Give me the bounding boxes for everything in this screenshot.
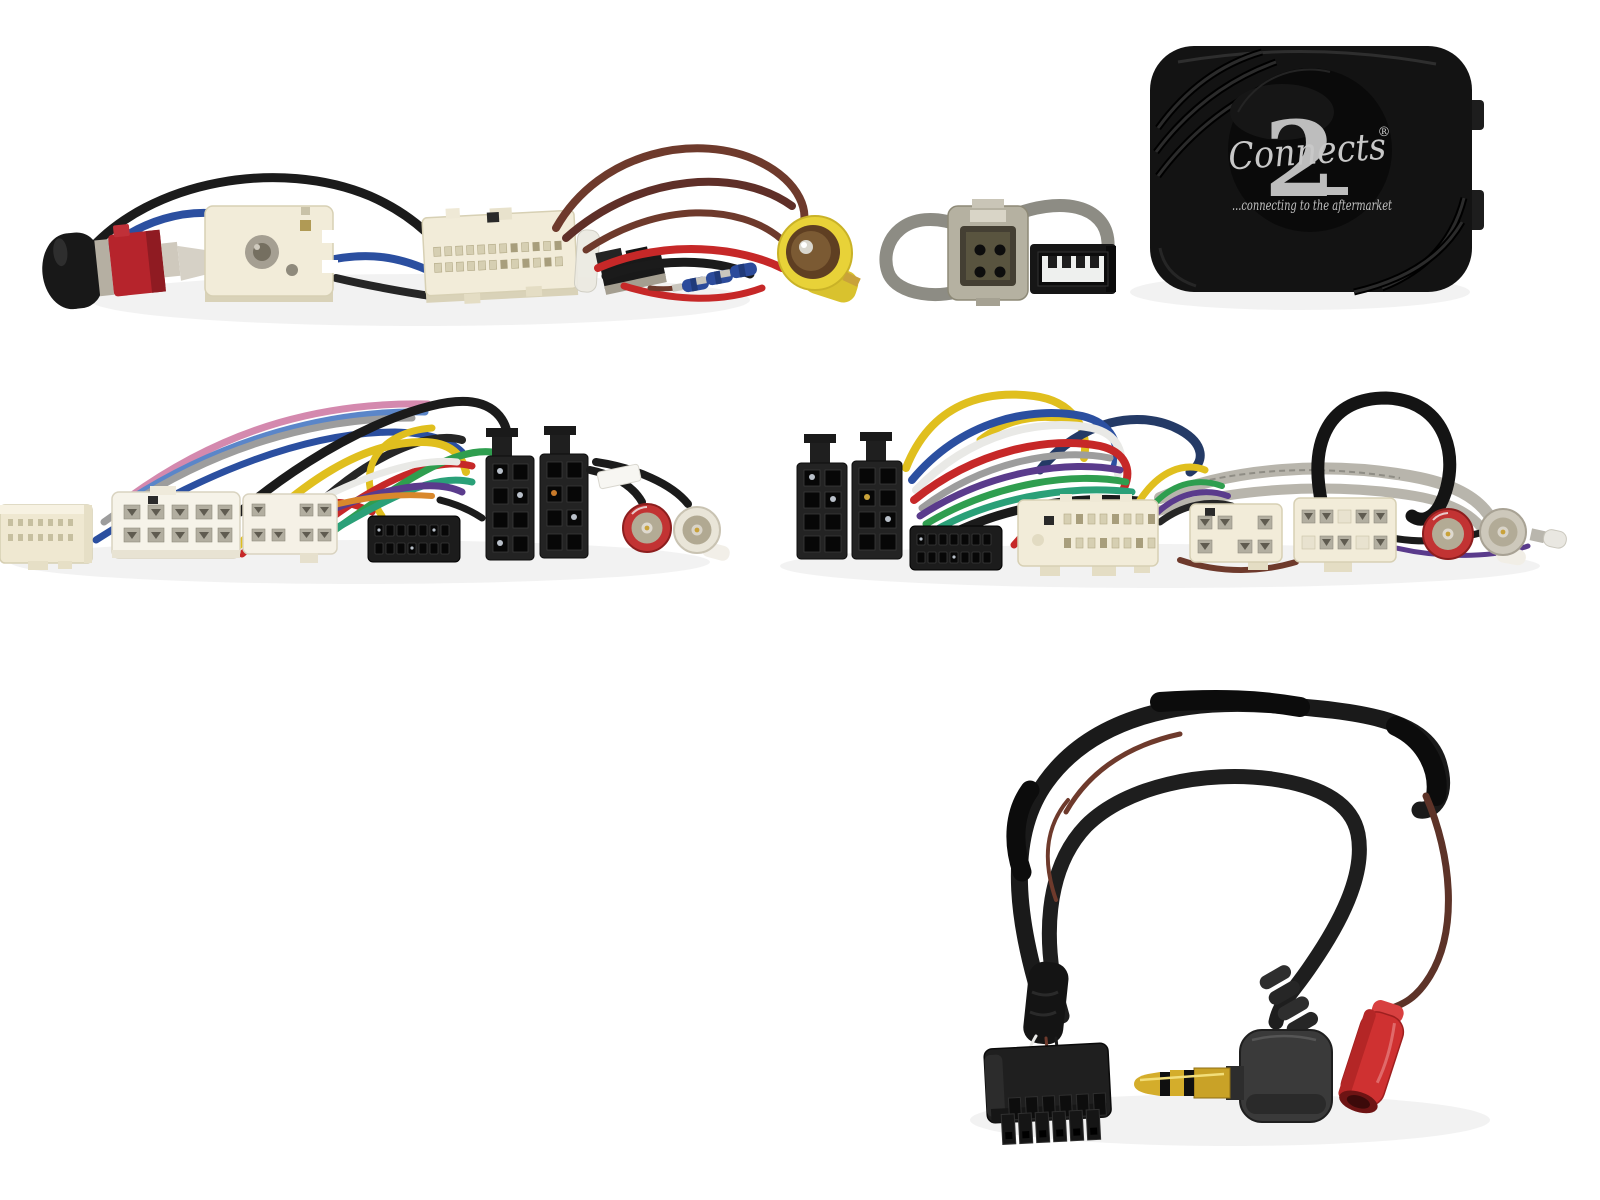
pin-slots <box>433 240 563 273</box>
white-10pin-connector <box>242 493 338 563</box>
toyota-cream-connector-long <box>1017 494 1159 576</box>
grip-grooves <box>1153 48 1468 296</box>
white-label-wrap <box>596 463 642 490</box>
antenna-adapter-harness <box>42 144 861 310</box>
white-rca-plug-left <box>673 506 730 561</box>
clear-crimp-terminal <box>1529 528 1567 549</box>
connects2-interface-box: 2 Connects ® ...connecting to the afterm… <box>1150 46 1484 296</box>
toyota-cream-connector-mid <box>1189 503 1283 570</box>
red-bullet-connector <box>1338 1000 1405 1114</box>
toyota-antenna-connector <box>204 205 338 302</box>
usb-a-socket <box>1030 244 1116 294</box>
stalk-harness-right <box>796 390 1567 576</box>
logo-tagline: ...connecting to the aftermarket <box>1232 198 1392 214</box>
white-12pin-connector <box>111 486 241 559</box>
stalk-harness-left <box>0 396 730 570</box>
yellow-rca-plug <box>777 215 861 303</box>
molex-12pin-connector <box>983 961 1112 1145</box>
clear-ferrule <box>573 229 601 293</box>
logo-registered: ® <box>1378 125 1391 140</box>
cream-connector-sideview <box>0 504 93 570</box>
usb-adapter-cable <box>879 199 1116 306</box>
red-rca-plug-right <box>1422 508 1474 560</box>
black-16pin-connector-left <box>367 515 461 563</box>
usb-square-connector <box>947 199 1029 306</box>
toyota-28pin-connector <box>421 207 579 304</box>
patch-lead-cable <box>983 689 1452 1145</box>
blue-crimp-terminals <box>671 262 757 293</box>
toyota-cream-connector-end <box>1293 497 1397 572</box>
antenna-iso-plug <box>42 224 232 310</box>
silver-rca-plug-right <box>1479 508 1527 566</box>
logo-number: 2 <box>1264 98 1336 221</box>
iso-connector-pair-left <box>485 426 589 561</box>
red-rca-plug-left <box>622 503 672 553</box>
black-16pin-connector-right <box>909 525 1003 571</box>
jack-3-5mm-right-angle <box>1134 965 1333 1123</box>
connects2-logo: 2 Connects ® ...connecting to the afterm… <box>1227 98 1393 221</box>
iso-connector-pair-right <box>796 432 903 560</box>
